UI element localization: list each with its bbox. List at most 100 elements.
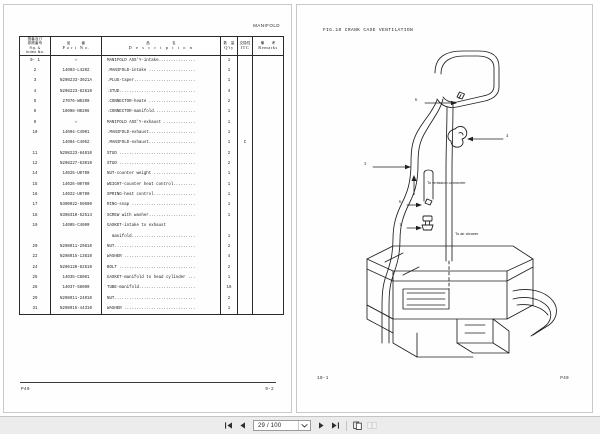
callout-3-left: 3 [364, 161, 367, 166]
cell-ref-text: 5 [33, 100, 37, 105]
cell-qty: 1 [220, 210, 238, 221]
cell-qty: 2 [220, 96, 238, 108]
cell-part: N208911-24010 [50, 293, 102, 304]
callout-6-lower: 6 [399, 199, 402, 204]
header-remarks: 備 考 Remarks [252, 36, 284, 56]
cell-rem [252, 86, 284, 97]
header-fig-index-jp: 図番及び参照番号 [27, 37, 43, 46]
cell-qty: 2 [220, 293, 238, 304]
chevron-down-icon[interactable] [298, 421, 310, 430]
cell-rem [252, 241, 284, 253]
cell-qty: 4 [220, 252, 238, 263]
header-qty: 数 量 Q'ty [220, 36, 238, 56]
first-page-button[interactable] [223, 420, 234, 431]
cell-part-text: N208223-84010 [60, 151, 92, 156]
page-navigation-toolbar[interactable]: 29 / 100 [0, 416, 600, 434]
cell-qty: 1 [220, 127, 238, 139]
cell-qty: 1 [220, 303, 238, 316]
page-indicator-text: 29 / 100 [258, 422, 282, 429]
cell-rem [252, 303, 284, 316]
cell-rem [252, 272, 284, 284]
cell-part: 27076-W0200 [50, 96, 102, 108]
cell-ref-text: 15 [32, 182, 38, 187]
cell-qty: 1 [220, 76, 238, 87]
single-page-view-button[interactable] [352, 420, 363, 431]
header-itc-jp: 交換性 [239, 40, 251, 45]
cell-ref: 3 [19, 76, 51, 87]
cell-part: N208915-44310 [50, 303, 102, 316]
page-right-figure[interactable]: FIG.10 CRANK CASE VENTILATION [296, 4, 593, 413]
cell-rem [252, 283, 284, 294]
cell-desc: WASHER ............................. [101, 303, 221, 316]
cell-part-text: 27076-W0200 [62, 100, 90, 105]
cell-ref-text: 25 [32, 275, 38, 280]
cell-desc-text: STUD ............................... [107, 151, 196, 156]
cell-part-text: ☆ [74, 119, 78, 126]
cell-part: 14025-U0700 [50, 169, 102, 180]
cell-qty-text: 1 [227, 182, 231, 187]
cell-part: 14004-C4001 [50, 127, 102, 139]
cell-desc: MANIFOLD ASS'Y-exhaust ............. [101, 117, 221, 128]
cell-rem [252, 252, 284, 263]
cell-desc-text: RING-snap .......................... [107, 203, 196, 208]
page-right-footer-code: P40 [560, 376, 569, 381]
cell-rem [252, 138, 284, 149]
cell-ref-text: 16 [32, 193, 38, 198]
header-description: 品 名 D e s c r i p t i o n [101, 36, 221, 56]
previous-page-button[interactable] [237, 420, 248, 431]
cell-ref-text: 2 [33, 69, 37, 74]
cell-rem [252, 55, 284, 66]
cell-desc-text: NUT................................. [107, 296, 196, 301]
header-remarks-en: Remarks [258, 45, 278, 51]
cell-part: 14035-C8001 [50, 272, 102, 284]
cell-part: N300022-50600 [50, 200, 102, 211]
page-left-parts-list[interactable]: MANIFOLD 図番及び参照番号 Fig. &Index No. 品 番 P … [3, 4, 292, 413]
cell-itc [237, 179, 253, 190]
two-page-view-button[interactable] [366, 420, 377, 431]
cell-qty: 2 [220, 158, 238, 170]
cell-ref-text: 14 [32, 172, 38, 177]
cell-part-text: N308310-52514 [60, 213, 92, 218]
cell-itc [237, 293, 253, 304]
annotation-emission-connecter: To emission connecter [427, 180, 466, 185]
cell-part-text: 14004-C4052 [62, 141, 90, 146]
page-number-field[interactable]: 29 / 100 [253, 420, 311, 431]
cell-desc: .STUD............................... [101, 86, 221, 97]
callout-4-right: 4 [506, 133, 509, 138]
cell-desc: .MANIFOLD-exhaust................... [101, 127, 221, 139]
last-page-icon [332, 422, 339, 429]
next-page-button[interactable] [316, 420, 327, 431]
cell-itc [237, 117, 253, 128]
cell-part-text: ☆ [74, 57, 78, 64]
cell-rem [252, 117, 284, 128]
cell-desc-text: SCREW with washer................... [107, 213, 196, 218]
header-itc-en: ITC [240, 45, 250, 51]
parts-table-body: 9- 1☆MANIFOLD ASS'Y-intake..............… [19, 55, 284, 316]
cell-ref: 9 [19, 117, 51, 128]
cell-qty: 2 [220, 262, 238, 273]
cell-ref: 11 [19, 148, 51, 159]
last-page-button[interactable] [330, 420, 341, 431]
cell-ref-text: 4 [33, 89, 37, 94]
cell-part-text: 14005-C4000 [62, 224, 90, 229]
parts-table: 図番及び参照番号 Fig. &Index No. 品 番 P a r t N o… [19, 36, 284, 316]
cell-itc [237, 65, 253, 77]
header-part-no: 品 番 P a r t N o. [50, 36, 102, 56]
cell-rem [252, 179, 284, 190]
cell-ref: 10 [19, 127, 51, 139]
cell-qty-text: 1 [227, 131, 231, 136]
cell-ref: 29 [19, 293, 51, 304]
cell-qty: 1 [220, 189, 238, 201]
cell-part: N208223-82810 [50, 86, 102, 97]
page-left-footer-rule [20, 382, 276, 383]
page-spread-area[interactable]: MANIFOLD 図番及び参照番号 Fig. &Index No. 品 番 P … [0, 0, 600, 417]
cell-ref: 16 [19, 189, 51, 201]
cell-part: 14026-N0700 [50, 179, 102, 190]
